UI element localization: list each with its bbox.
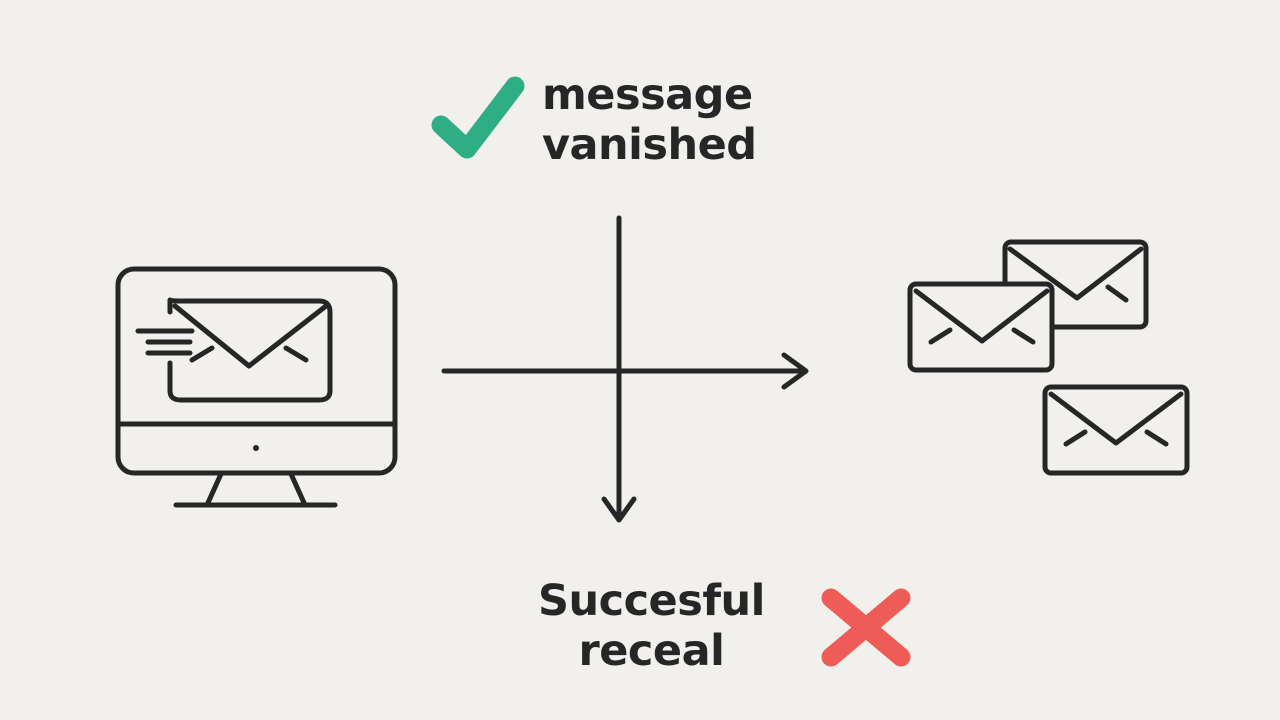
- bottom-status-label: Succesful receal: [538, 576, 765, 676]
- down-arrowhead-icon: [601, 496, 637, 523]
- envelope-bottom-flap: [1048, 391, 1184, 446]
- bottom-status-line-1: Succesful: [538, 576, 765, 626]
- top-status-line-1: message: [542, 70, 753, 120]
- motion-lines-icon: [135, 328, 195, 356]
- monitor-stand: [204, 471, 308, 508]
- checkmark-icon: [431, 76, 525, 159]
- envelope-front-flap: [913, 288, 1050, 344]
- multiple-envelopes-icon: [907, 239, 1190, 476]
- email-flap: [172, 303, 329, 369]
- flow-arrows: [441, 215, 809, 523]
- email-fold-lines: [189, 345, 309, 363]
- envelope-bottom-folds: [1063, 429, 1169, 447]
- envelope-front-body: [907, 281, 1055, 373]
- cross-icon: [821, 588, 911, 667]
- envelope-icon: [1042, 384, 1190, 476]
- envelope-bottom-body: [1042, 384, 1190, 476]
- monitor-power-dot: [253, 445, 259, 451]
- monitor-screen: [115, 266, 398, 476]
- top-status-label: message vanished: [542, 70, 757, 170]
- bottom-status-line-2: receal: [578, 626, 725, 676]
- envelope-back-folds: [1105, 284, 1129, 303]
- right-arrowhead-icon: [781, 352, 809, 390]
- computer-with-email-icon: [115, 266, 398, 508]
- email-body: [167, 297, 333, 403]
- envelope-front-folds: [928, 327, 1036, 345]
- envelope-icon: [907, 281, 1055, 373]
- envelope-back-flap: [1007, 246, 1144, 301]
- top-status-line-2: vanished: [542, 120, 757, 170]
- outgoing-email-icon: [135, 297, 333, 403]
